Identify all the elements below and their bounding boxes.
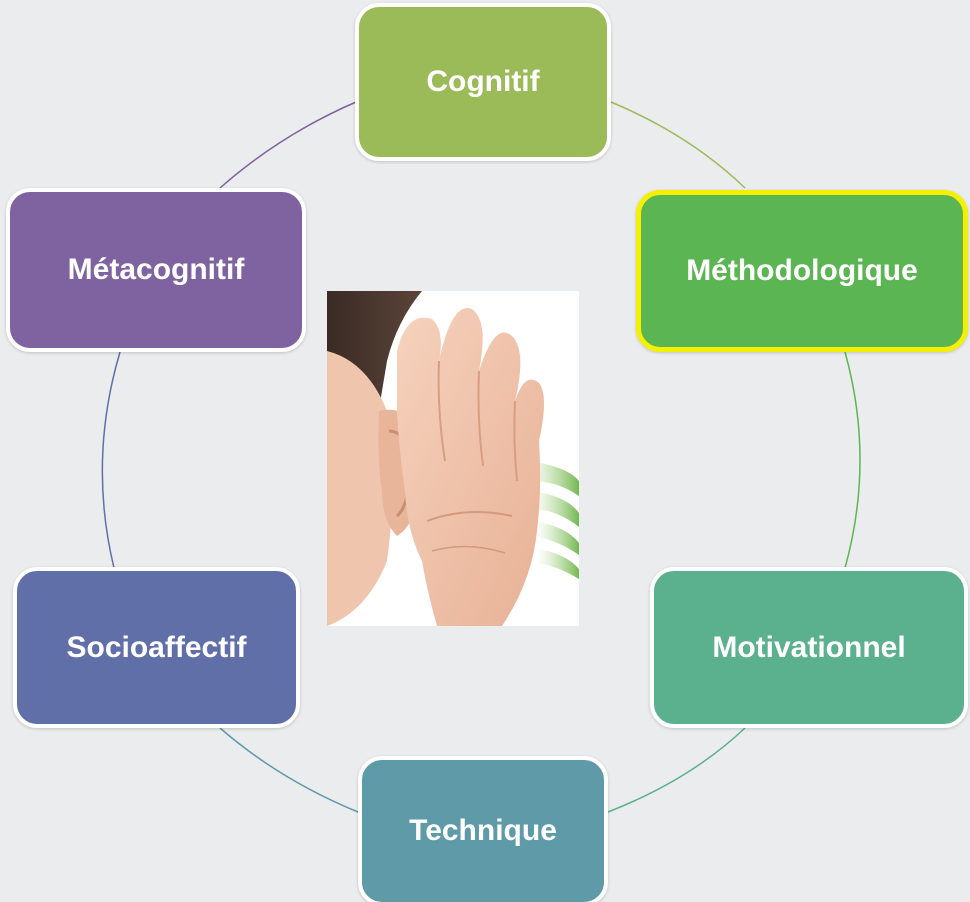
node-label: Métacognitif (67, 253, 245, 286)
listening-ear-illustration (327, 291, 579, 626)
node-label: Cognitif (426, 65, 540, 98)
connector-metacognitif-cognitif (219, 101, 357, 189)
node-label: Socioaffectif (66, 630, 247, 664)
node-label: Technique (409, 814, 557, 847)
hand-cupped-to-ear-photo (327, 291, 579, 626)
node-technique: Technique (358, 756, 608, 902)
node-metacognitif: Métacognitif (6, 188, 306, 352)
connector-cognitif-methodologique (610, 101, 746, 189)
connector-socioaffectif-metacognitif (101, 351, 121, 569)
node-methodologique: Méthodologique (636, 190, 968, 352)
node-label: Méthodologique (686, 254, 918, 287)
connector-methodologique-motivationnel (844, 351, 861, 569)
node-cognitif: Cognitif (355, 3, 611, 161)
node-socioaffectif: Socioaffectif (13, 567, 300, 728)
connector-motivationnel-technique (607, 727, 746, 813)
connector-technique-socioaffectif (219, 727, 359, 813)
node-label: Motivationnel (712, 630, 906, 664)
node-motivationnel: Motivationnel (650, 567, 968, 728)
